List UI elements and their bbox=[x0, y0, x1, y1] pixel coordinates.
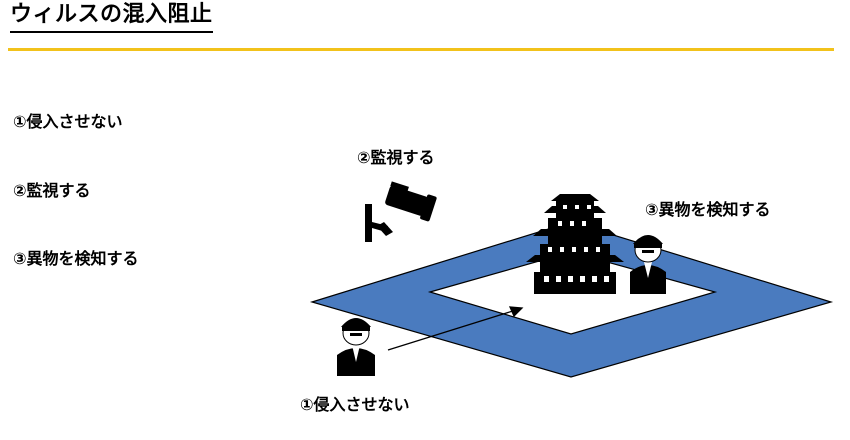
list-item-detect-foreign: ③異物を検知する bbox=[13, 249, 139, 268]
label-block-intrusion: ①侵入させない bbox=[300, 395, 410, 414]
title-underline-rule bbox=[8, 48, 834, 51]
perimeter-ring bbox=[309, 221, 834, 378]
security-camera-icon bbox=[365, 181, 437, 242]
list-item-block-intrusion: ①侵入させない bbox=[13, 112, 123, 131]
intrusion-arrows bbox=[387, 306, 524, 351]
castle-icon bbox=[526, 194, 624, 294]
page-title: ウィルスの混入阻止 bbox=[10, 2, 213, 33]
label-monitor: ②監視する bbox=[357, 148, 435, 167]
label-detect-foreign: ③異物を検知する bbox=[645, 200, 771, 219]
list-item-monitor: ②監視する bbox=[13, 181, 91, 200]
guard-block-icon bbox=[337, 318, 375, 376]
guard-detect-icon bbox=[630, 235, 666, 294]
